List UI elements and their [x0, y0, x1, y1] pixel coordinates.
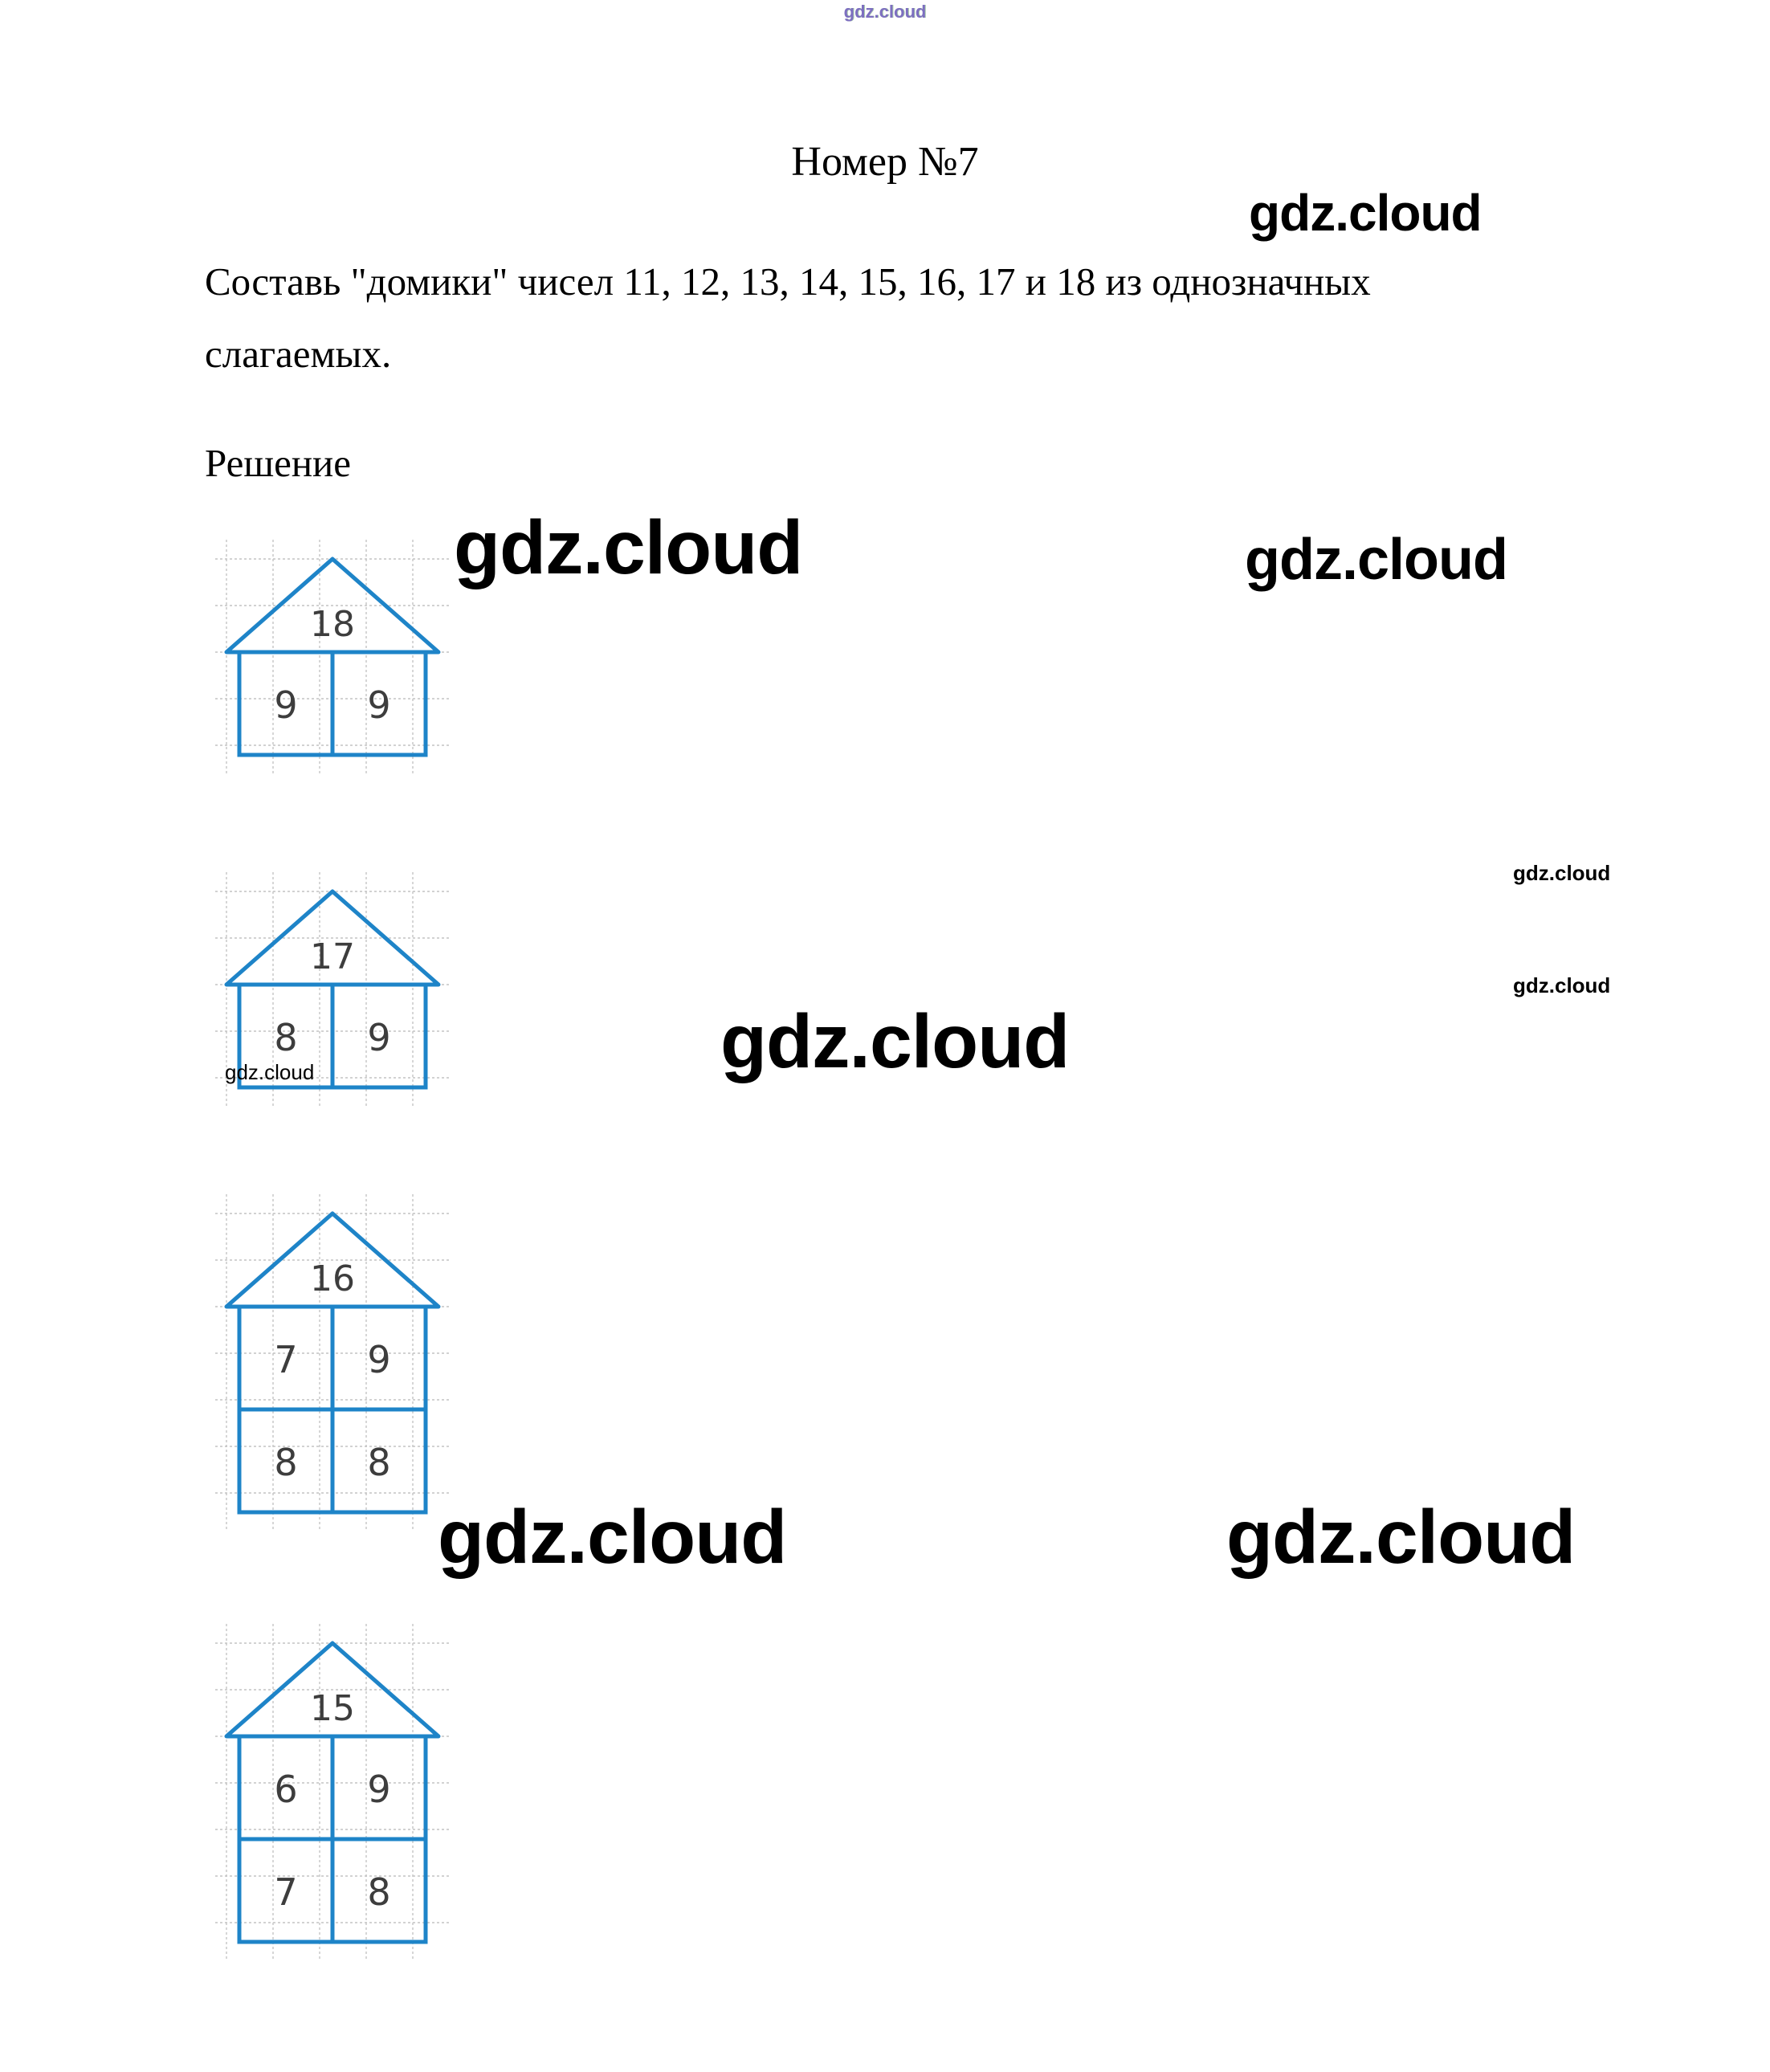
house-figure-15: 15 6 9 7 8 — [215, 1624, 450, 1961]
svg-text:9: 9 — [367, 1768, 390, 1811]
svg-text:8: 8 — [274, 1016, 297, 1059]
svg-text:8: 8 — [367, 1441, 390, 1484]
solution-label: Решение — [205, 441, 352, 485]
task-text-line2: слагаемых. — [205, 332, 392, 376]
watermark-gdzcloud-large-1: gdz.cloud — [454, 505, 803, 590]
svg-text:15: 15 — [310, 1688, 355, 1729]
watermark-gdzcloud-large-2: gdz.cloud — [720, 999, 1070, 1084]
page-title: Номер №7 — [791, 139, 979, 185]
house-figure-16: 16 7 9 8 8 — [215, 1194, 450, 1532]
svg-text:8: 8 — [367, 1870, 390, 1914]
svg-text:6: 6 — [274, 1768, 297, 1811]
watermark-gdzcloud-large-4: gdz.cloud — [1226, 1495, 1576, 1580]
watermark-gdzcloud-small-1: gdz.cloud — [1513, 861, 1611, 885]
watermark-gdzcloud-title-right: gdz.cloud — [1249, 184, 1482, 242]
svg-text:18: 18 — [310, 604, 355, 645]
svg-text:8: 8 — [274, 1441, 297, 1484]
svg-text:16: 16 — [310, 1258, 355, 1299]
watermark-gdzcloud-large-3: gdz.cloud — [438, 1495, 787, 1580]
svg-text:7: 7 — [274, 1870, 297, 1914]
svg-text:9: 9 — [274, 683, 297, 727]
watermark-gdzcloud-top: gdz.cloud — [843, 2, 927, 22]
task-text-line1: Составь "домики" чисел 11, 12, 13, 14, 1… — [205, 259, 1371, 304]
svg-text:9: 9 — [367, 1338, 390, 1381]
watermark-gdzcloud-small-2: gdz.cloud — [1513, 973, 1611, 997]
watermark-gdzcloud-tiny-house: gdz.cloud — [225, 1060, 315, 1084]
svg-text:17: 17 — [310, 936, 355, 977]
svg-text:9: 9 — [367, 1016, 390, 1059]
svg-text:7: 7 — [274, 1338, 297, 1381]
svg-text:9: 9 — [367, 683, 390, 727]
watermark-gdzcloud-medium-right: gdz.cloud — [1245, 528, 1508, 592]
